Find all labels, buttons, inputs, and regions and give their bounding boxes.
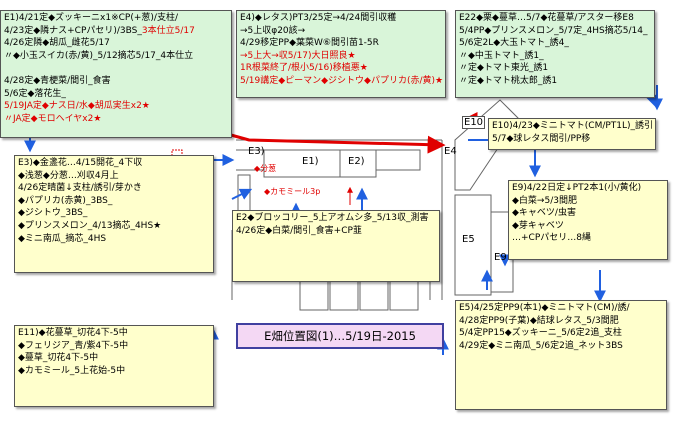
note-line: E9)4/22日定↓PT2本1(小/黄化) (512, 183, 642, 193)
map-label-chamomile: ◆カモミール3p (264, 187, 321, 196)
note-line: 4/29定◆ミニ南瓜_5/6定2追_ネット3BS (459, 340, 623, 351)
area-label-e3: E3) (248, 146, 265, 157)
area-label-e5: E5 (462, 234, 475, 245)
note-line: 5/6定◆落花生_ (4, 88, 66, 99)
note-line: ◆ミニ南瓜_摘芯_4HS (18, 233, 107, 244)
note-box-e1: E1)4/21定◆ズッキーニx1※CP(+葱)/支柱/ 4/23定◆隣ナス+CP… (0, 10, 232, 138)
map-title: E畑位置図(1)…5/19日-2015 (236, 323, 444, 349)
note-line: E4)◆レタス)PT3/25定→4/24間引収穫 (240, 13, 397, 23)
note-line: ◆蔓草_切花4下-5中 (18, 353, 99, 364)
area-label-e4: E4 (444, 146, 457, 157)
note-line: 〃◆小玉スイカ(赤/黄)_5/12摘芯5/17_4本仕立 (4, 50, 194, 61)
note-line: 5/7◆球レタス間引/PP移 (492, 133, 591, 144)
area-label-e10: E10 (462, 116, 486, 129)
note-line: …+CPパセリ…8縄 (512, 233, 591, 244)
area-label-e9: E9 (494, 252, 507, 263)
note-line: 5/6定2L◆大玉トマト_誘4_ (459, 38, 569, 49)
note-line-red: 5/19JA定◆ナス日/水◆胡瓜実生x2★ (4, 101, 150, 112)
note-line: 4/26定隣◆胡瓜_雌花5/17 (4, 38, 110, 49)
note-line: 〃◆中玉トマト_誘1_ (459, 50, 544, 61)
note-box-e4: E4)◆レタス)PT3/25定→4/24間引収穫 →5上収φ20該→ 4/29移… (236, 10, 446, 98)
note-line: ◆キャベツ/虫害 (512, 208, 576, 219)
note-box-e3: E3)◆金盞花…4/15開花_4下収 ◆浅葱◆分葱…刈収4月上 4/26定晴菌↓… (14, 155, 214, 273)
note-line-red: →5上大→収5/17)大日照良★ (240, 50, 356, 61)
note-line: 4/23定◆隣ナス+CPパセリ)/3BS_3本仕立5/17 (4, 25, 228, 38)
note-box-e10: E10)4/23◆ミニトマト(CM/PT1L)_誘引 5/7◆球レタス間引/PP… (488, 118, 656, 150)
note-line-highlight: 3本仕立5/17 (141, 25, 195, 36)
note-line: 4/26定晴菌↓支柱/誘引/芽かき (18, 183, 142, 194)
note-line: ◆芽キャベツ (512, 220, 564, 231)
note-line: E10)4/23◆ミニトマト(CM/PT1L)_誘引 (492, 121, 654, 131)
note-line (4, 62, 228, 75)
note-line: 4/28定◆青梗菜/間引_食害 (4, 75, 111, 86)
area-label-e2: E2) (348, 156, 365, 167)
note-line-red: 5/19講定◆ピーマン◆ジシトウ◆パプリカ(赤/黄)★ (240, 75, 444, 86)
note-line: ◆フェリジア_青/紫4下-5中 (18, 340, 129, 351)
note-line: E3)◆金盞花…4/15開花_4下収 (18, 158, 143, 168)
note-line: E1)4/21定◆ズッキーニx1※CP(+葱)/支柱/ (4, 13, 178, 23)
note-line: E11)◆花蔓草_切花4下-5中 (18, 328, 128, 338)
map-label-sorghum: ◆分葱 (254, 164, 277, 173)
note-line: ◆浅葱◆分葱…刈収4月上 (18, 170, 119, 181)
note-line: 4/26定◆白菜/間引_食害+CP韮 (236, 225, 362, 236)
note-box-e11: E11)◆花蔓草_切花4下-5中 ◆フェリジア_青/紫4下-5中 ◆蔓草_切花4… (14, 325, 214, 407)
note-line-part: 4/23定◆隣ナス+CPパセリ)/3BS_ (4, 25, 142, 36)
note-line-red: 1R根菜終了/根小5/16)移植悪★ (240, 63, 368, 74)
note-line: 4/28定PP9(子葉)◆結球レタス_5/3間肥 (459, 315, 619, 326)
note-box-e5: E5)4/25定PP9(本1)◆ミニトマト(CM)/誘/ 4/28定PP9(子葉… (455, 300, 667, 410)
note-line: E22◆栗◆蔓草…5/7◆花蔓草/アスター移E8 (459, 13, 634, 23)
note-line: 4/29移定PP◆葉菜W⑥間引苗1-5R (240, 38, 379, 49)
note-line: ◆プリンスメロン_4/13摘芯_4HS★ (18, 220, 162, 231)
note-line: ◆カモミール_5上花始-5中 (18, 365, 126, 376)
note-line-red: 〃JA定◆モロヘイヤx2★ (4, 113, 102, 124)
note-box-e2: E2◆ブロッコリー_5上アオムシ多_5/13収_測害 4/26定◆白菜/間引_食… (232, 210, 440, 282)
note-line: 5/4PP◆プリンスメロン_5/7定_4HS摘芯5/14_ (459, 25, 648, 36)
note-line: E5)4/25定PP9(本1)◆ミニトマト(CM)/誘/ (459, 303, 630, 313)
note-box-e9: E9)4/22日定↓PT2本1(小/黄化) ◆白菜→5/3間肥 ◆キャベツ/虫害… (508, 180, 668, 260)
note-line: ◆ジシトウ_3BS_ (18, 208, 88, 219)
note-line: E2◆ブロッコリー_5上アオムシ多_5/13収_測害 (236, 213, 429, 223)
note-box-e22: E22◆栗◆蔓草…5/7◆花蔓草/アスター移E8 5/4PP◆プリンスメロン_5… (455, 10, 655, 98)
note-line: →5上収φ20該→ (240, 25, 306, 36)
note-line: ◆白菜→5/3間肥 (512, 195, 577, 206)
area-label-e1: E1) (302, 156, 319, 167)
note-line: 〃定◆トマト桃太郎_誘1 (459, 75, 558, 86)
note-line: 〃定◆トマト東光_誘1 (459, 63, 549, 74)
note-line: ◆パプリカ(赤黄)_3BS_ (18, 195, 113, 206)
note-line: 5/4定PP15◆ズッキーニ_5/6定2追_支柱 (459, 328, 622, 339)
